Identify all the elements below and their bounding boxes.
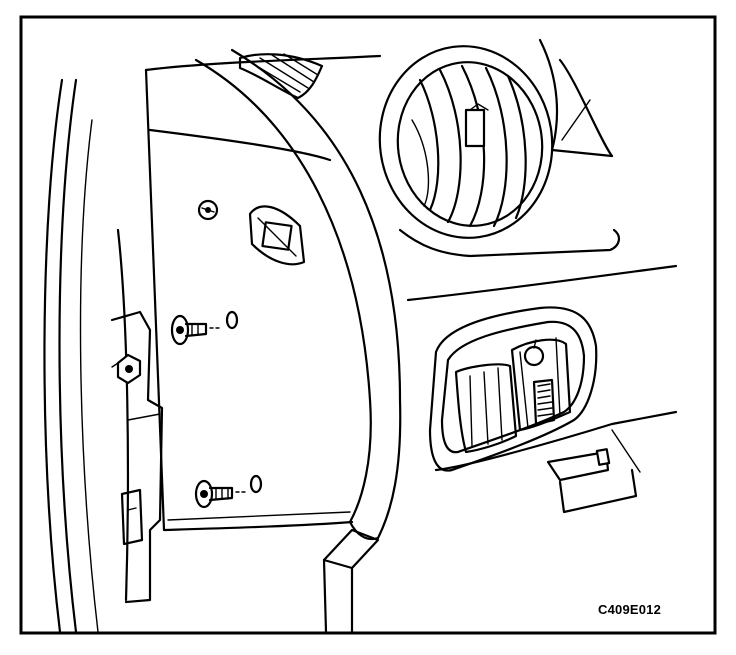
lower-air-vent	[428, 306, 598, 472]
side-panel	[144, 54, 382, 532]
lower-screw	[194, 474, 263, 509]
figure-frame	[19, 15, 717, 635]
nut	[111, 353, 142, 385]
vent-adjust-tab	[464, 108, 486, 148]
a-pillar	[43, 78, 99, 634]
knee-panel	[322, 528, 380, 634]
dash-surface-right	[398, 38, 678, 302]
upper-screw	[197, 199, 219, 221]
thumbwheel	[532, 378, 556, 426]
side-trim-bracket	[110, 228, 164, 604]
vent-knob-icon	[523, 345, 545, 367]
round-air-vent	[378, 45, 554, 239]
panel-switch	[248, 205, 306, 266]
middle-screw	[170, 310, 239, 346]
dash-end-cap	[194, 48, 402, 541]
defroster-grille	[238, 53, 324, 100]
lower-dash-right	[434, 410, 678, 514]
figure-code: C409E012	[598, 602, 662, 617]
